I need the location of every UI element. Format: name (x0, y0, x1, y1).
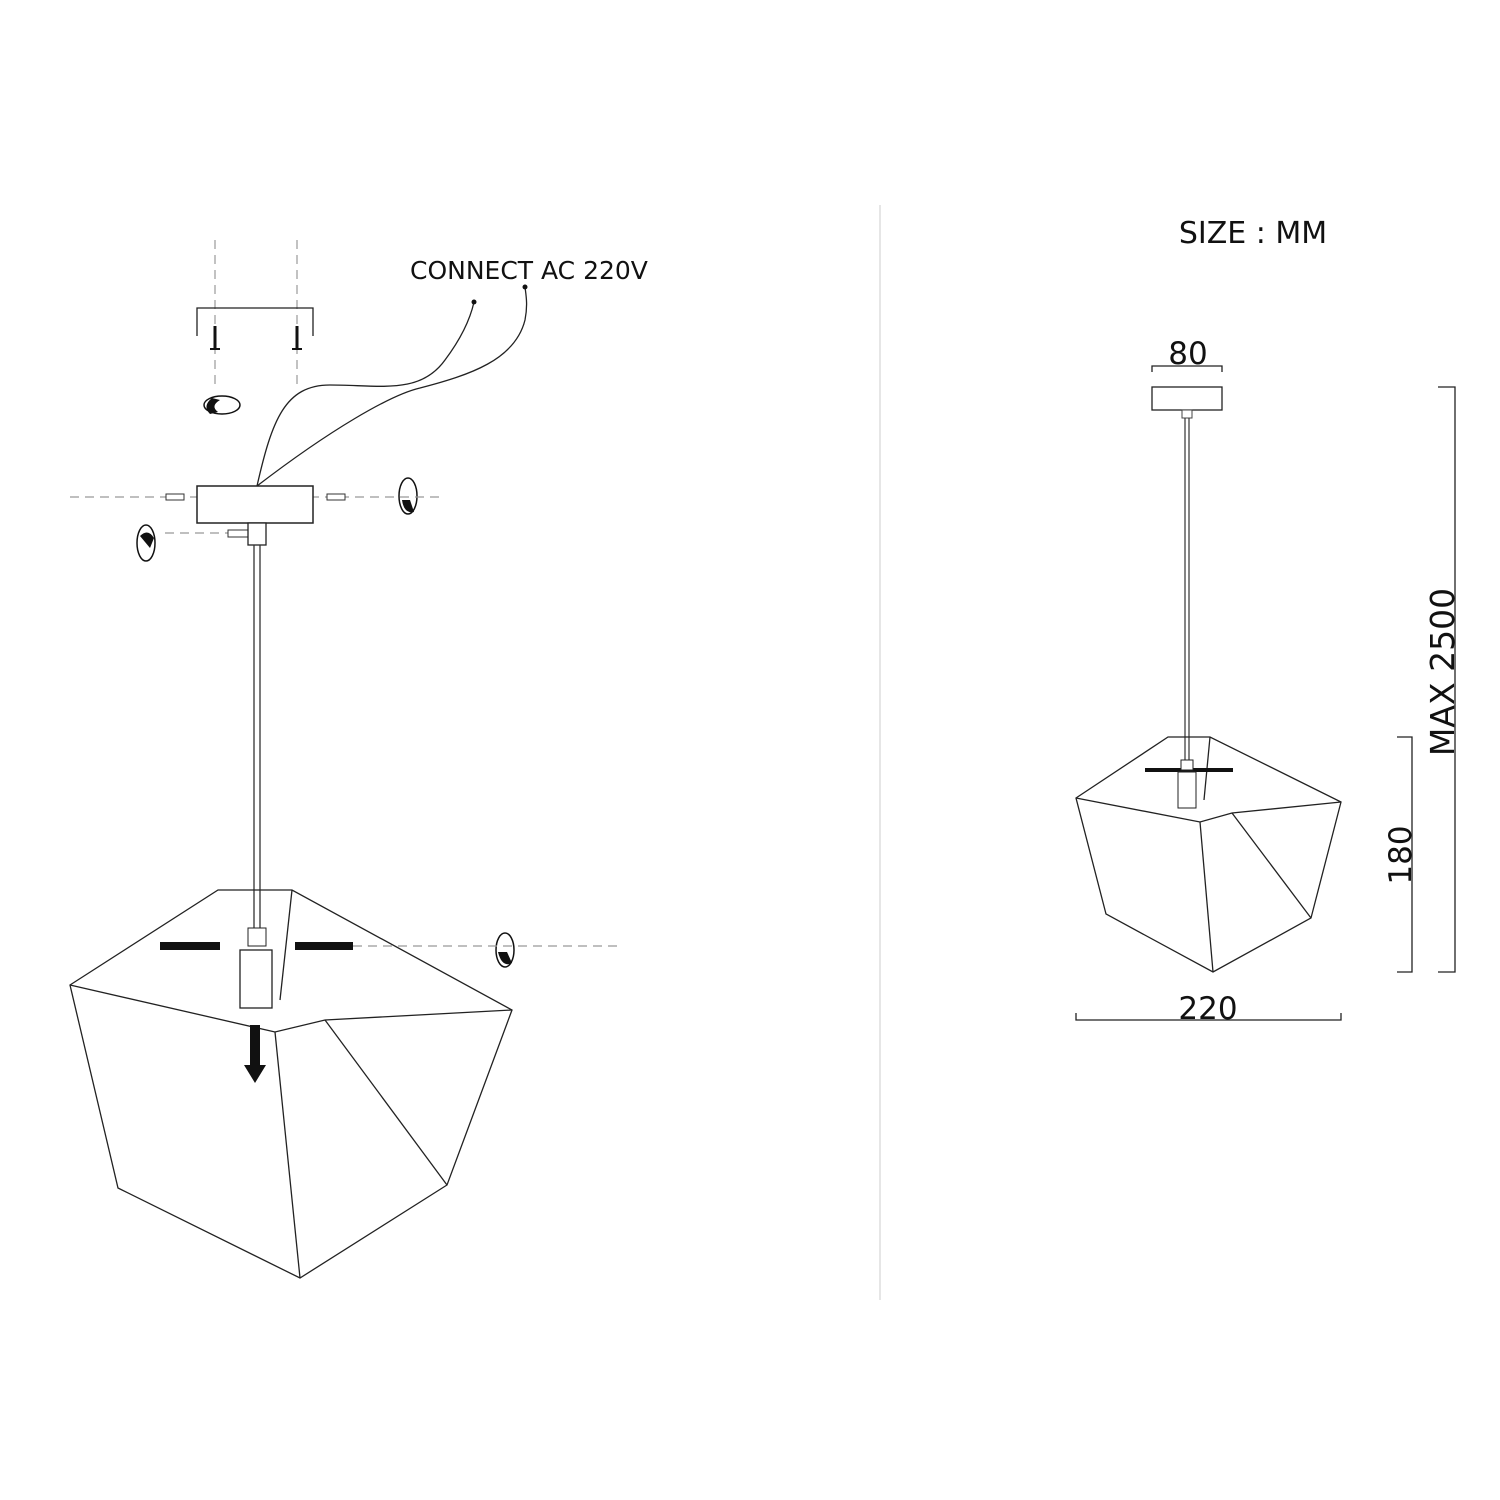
socket-cap (1180, 759, 1194, 771)
wire-end (471, 299, 477, 305)
connect-label: CONNECT AC 220V (410, 256, 648, 285)
canopy-width-label: 80 (1168, 336, 1207, 372)
lamp-shade (69, 889, 513, 1279)
lamp-socket (239, 949, 273, 1009)
shade-ring (295, 942, 353, 950)
size-unit-label: SIZE : MM (1179, 216, 1327, 251)
shade-width-label: 220 (1178, 991, 1237, 1027)
rotate-icon (495, 932, 515, 968)
screw-icon (165, 493, 185, 501)
canopy (1151, 386, 1223, 411)
rotate-icon (136, 524, 156, 562)
mounting-bracket (196, 307, 314, 336)
wire (256, 301, 475, 487)
socket-cap (247, 927, 267, 947)
lamp-socket (1177, 771, 1197, 809)
wire-end (522, 284, 528, 290)
screw-icon (227, 529, 249, 538)
screw-icon (292, 326, 302, 350)
screw-icon (326, 493, 346, 501)
screw-icon (210, 326, 220, 350)
max-height-label: MAX 2500 (1423, 588, 1462, 756)
canopy-dimension-line (1151, 365, 1223, 372)
cord-grip (1181, 409, 1193, 419)
shade-height-dimension-line (1397, 736, 1413, 973)
canopy (196, 485, 314, 524)
shade-width-dimension-line (1075, 1013, 1342, 1021)
shade-ring (160, 942, 220, 950)
arrow-down-icon (244, 1025, 266, 1083)
dimension-view: SIZE : MM 80 220 180 MAX 2500 (1075, 216, 1462, 1027)
installation-view: CONNECT AC 220V (69, 240, 648, 1279)
shade-height-label: 180 (1383, 825, 1419, 884)
max-height-dimension-line (1438, 386, 1456, 973)
cord-grip (247, 522, 267, 546)
wire (256, 286, 528, 487)
rotate-icon (398, 477, 418, 515)
lamp-shade (1075, 736, 1342, 973)
rotate-icon (203, 395, 241, 415)
